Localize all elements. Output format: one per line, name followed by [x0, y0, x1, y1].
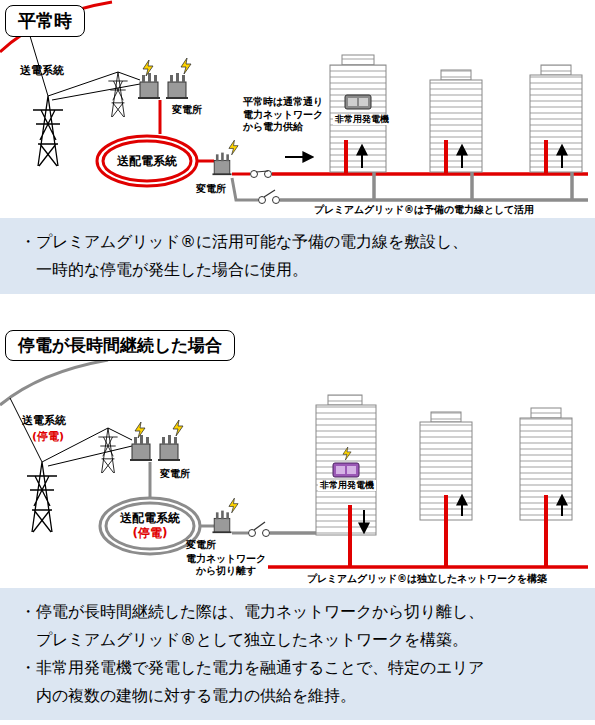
- annotation-label: 非常用発電機: [318, 480, 376, 491]
- section-heading: 平常時: [5, 5, 85, 37]
- note-band: ・停電が長時間継続した際は、電力ネットワークから切り離し、 プレミアムグリッド®…: [0, 588, 595, 720]
- annotation-label: 平常時は通常通り 電力ネットワーク から電力供給: [243, 96, 323, 134]
- annotation-label: 電力ネットワーク から切り離す: [184, 553, 268, 577]
- heading-text: 停電が長時間継続した場合: [18, 334, 222, 357]
- note-text: ・プレミアムグリッド®に活用可能な予備の電力線を敷設し、 一時的な停電が発生した…: [20, 228, 581, 284]
- annotation-label: 変電所: [186, 539, 216, 552]
- annotation-label: 送電系統: [20, 64, 64, 78]
- heading-text: 平常時: [18, 9, 72, 33]
- annotation-label: (停電): [32, 430, 64, 444]
- note-text: ・停電が長時間継続した際は、電力ネットワークから切り離し、 プレミアムグリッド®…: [20, 598, 581, 654]
- annotation-label: 変電所: [172, 104, 202, 117]
- note-band: ・プレミアムグリッド®に活用可能な予備の電力線を敷設し、 一時的な停電が発生した…: [0, 218, 595, 294]
- grid-ellipse: 送配電系統: [95, 134, 199, 188]
- annotation-label: プレミアムグリッド®は予備の電力線として活用: [312, 204, 536, 217]
- annotation-label: 変電所: [196, 183, 226, 196]
- annotation-label: 非常用発電機: [333, 114, 391, 125]
- node-label: (停電): [133, 526, 168, 541]
- annotation-label: プレミアムグリッド®は独立したネットワークを構築: [305, 573, 549, 586]
- node-label: 送配電系統: [117, 154, 177, 169]
- section-heading: 停電が長時間継続した場合: [5, 330, 235, 361]
- note-text: ・非常用発電機で発電した電力を融通することで、特定のエリア 内の複数の建物に対す…: [20, 654, 581, 710]
- annotation-label: 変電所: [160, 468, 190, 481]
- annotation-label: 送電系統: [22, 414, 66, 428]
- node-label: 送配電系統: [120, 511, 180, 526]
